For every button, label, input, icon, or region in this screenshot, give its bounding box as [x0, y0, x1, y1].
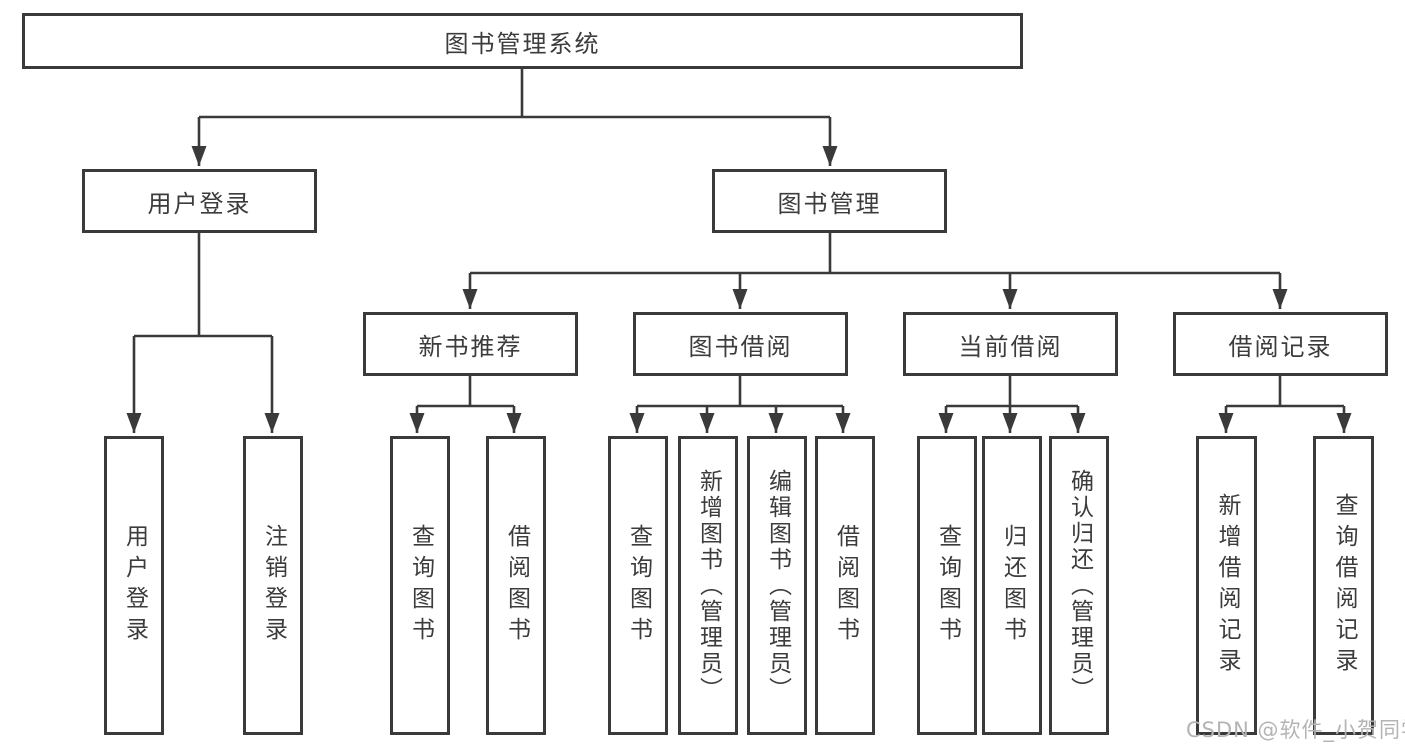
node-book-management-label: 图书管理: [777, 189, 882, 218]
leaf-newrec-query-books: 查询图书: [390, 436, 450, 735]
leaf-user-login: 用户登录: [104, 436, 164, 735]
leaf-records-query-record-label: 查询借阅记录: [1331, 492, 1357, 679]
leaf-newrec-borrow-books-label: 借阅图书: [503, 523, 530, 648]
leaf-borrow-add-books-admin-label: 新增图书（管理员）: [695, 468, 722, 703]
leaf-borrow-query-books: 查询图书: [608, 436, 668, 735]
leaf-current-return-books: 归还图书: [982, 436, 1042, 735]
leaf-logout-label: 注销登录: [260, 523, 287, 648]
leaf-current-confirm-return-admin-label: 确认归还（管理员）: [1066, 468, 1093, 703]
watermark: CSDN @软件_小贺同学: [1186, 718, 1405, 742]
node-current-borrowing-label: 当前借阅: [958, 332, 1063, 361]
leaf-current-query-books-label: 查询图书: [934, 523, 961, 648]
node-borrowing-records: 借阅记录: [1173, 312, 1388, 376]
leaf-newrec-borrow-books: 借阅图书: [486, 436, 546, 735]
leaf-current-return-books-label: 归还图书: [999, 523, 1026, 648]
node-current-borrowing: 当前借阅: [903, 312, 1118, 376]
leaf-records-add-record: 新增借阅记录: [1196, 436, 1257, 735]
leaf-newrec-query-books-label: 查询图书: [407, 523, 434, 648]
leaf-borrow-query-books-label: 查询图书: [625, 523, 652, 648]
node-user-login: 用户登录: [82, 169, 317, 233]
node-library-system-label: 图书管理系统: [444, 29, 601, 58]
leaf-records-query-record: 查询借阅记录: [1313, 436, 1374, 735]
leaf-user-login-label: 用户登录: [121, 523, 148, 648]
node-book-management: 图书管理: [712, 169, 947, 233]
node-new-book-recommend: 新书推荐: [363, 312, 578, 376]
leaf-borrow-borrow-books-label: 借阅图书: [832, 523, 859, 648]
node-borrowing-records-label: 借阅记录: [1228, 332, 1333, 361]
node-book-borrowing: 图书借阅: [633, 312, 848, 376]
node-new-book-recommend-label: 新书推荐: [418, 332, 523, 361]
leaf-borrow-edit-books-admin-label: 编辑图书（管理员）: [764, 468, 791, 703]
node-book-borrowing-label: 图书借阅: [688, 332, 793, 361]
leaf-current-confirm-return-admin: 确认归还（管理员）: [1049, 436, 1109, 735]
leaf-borrow-add-books-admin: 新增图书（管理员）: [678, 436, 738, 735]
leaf-borrow-edit-books-admin: 编辑图书（管理员）: [747, 436, 807, 735]
leaf-records-add-record-label: 新增借阅记录: [1214, 492, 1240, 679]
leaf-logout: 注销登录: [243, 436, 303, 735]
leaf-borrow-borrow-books: 借阅图书: [815, 436, 875, 735]
node-user-login-label: 用户登录: [147, 189, 252, 218]
leaf-current-query-books: 查询图书: [917, 436, 977, 735]
node-library-system: 图书管理系统: [22, 13, 1023, 69]
